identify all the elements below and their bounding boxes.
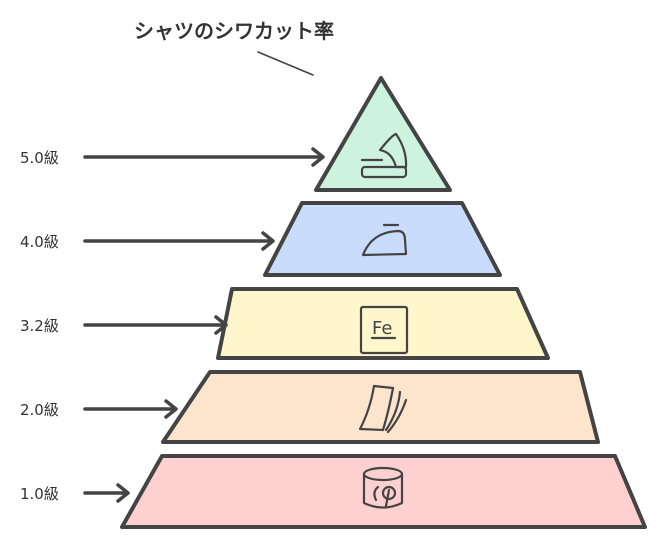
tier-1-outline: [120, 454, 647, 529]
tier-4-label: 4.0級: [20, 233, 59, 251]
tier-4-fill: [265, 203, 500, 275]
steam-iron-icon: [360, 132, 408, 179]
tier-3: Fe: [216, 287, 550, 360]
arrow-tier-1: [83, 483, 130, 503]
tier-4-outline: [263, 201, 502, 277]
tier-2-outline: [161, 370, 600, 444]
arrow-tier-3: [83, 315, 228, 335]
fe-element-icon: Fe: [359, 305, 409, 355]
tier-2-fill: [163, 372, 598, 442]
tier-5-label: 5.0級: [20, 149, 59, 167]
arrow-tier-2: [83, 399, 178, 419]
tier-5-outline: [314, 76, 452, 192]
fe-icon-text: Fe: [372, 318, 392, 339]
tier-2: [161, 370, 600, 444]
tier-5: [314, 76, 452, 192]
tier-2-label: 2.0級: [20, 401, 59, 419]
iron-icon: [361, 223, 408, 257]
diagram-title: シャツのシワカット率: [134, 19, 334, 43]
tier-3-fill: [218, 289, 548, 358]
tier-4: [263, 201, 502, 277]
arrows: [83, 147, 325, 503]
tier-3-label: 3.2級: [20, 317, 59, 335]
title-pointer-line: [257, 51, 314, 76]
tier-5-fill: [316, 78, 450, 190]
tier-3-outline: [216, 287, 550, 360]
tier-1: [120, 454, 647, 529]
paper-sheets-icon: [358, 384, 408, 434]
tier-labels: 5.0級 4.0級 3.2級 2.0級 1.0級: [20, 149, 59, 503]
arrow-tier-4: [83, 231, 275, 251]
arrow-tier-5: [83, 147, 325, 167]
tier-1-label: 1.0級: [20, 485, 59, 503]
eco-container-icon: [362, 466, 404, 509]
